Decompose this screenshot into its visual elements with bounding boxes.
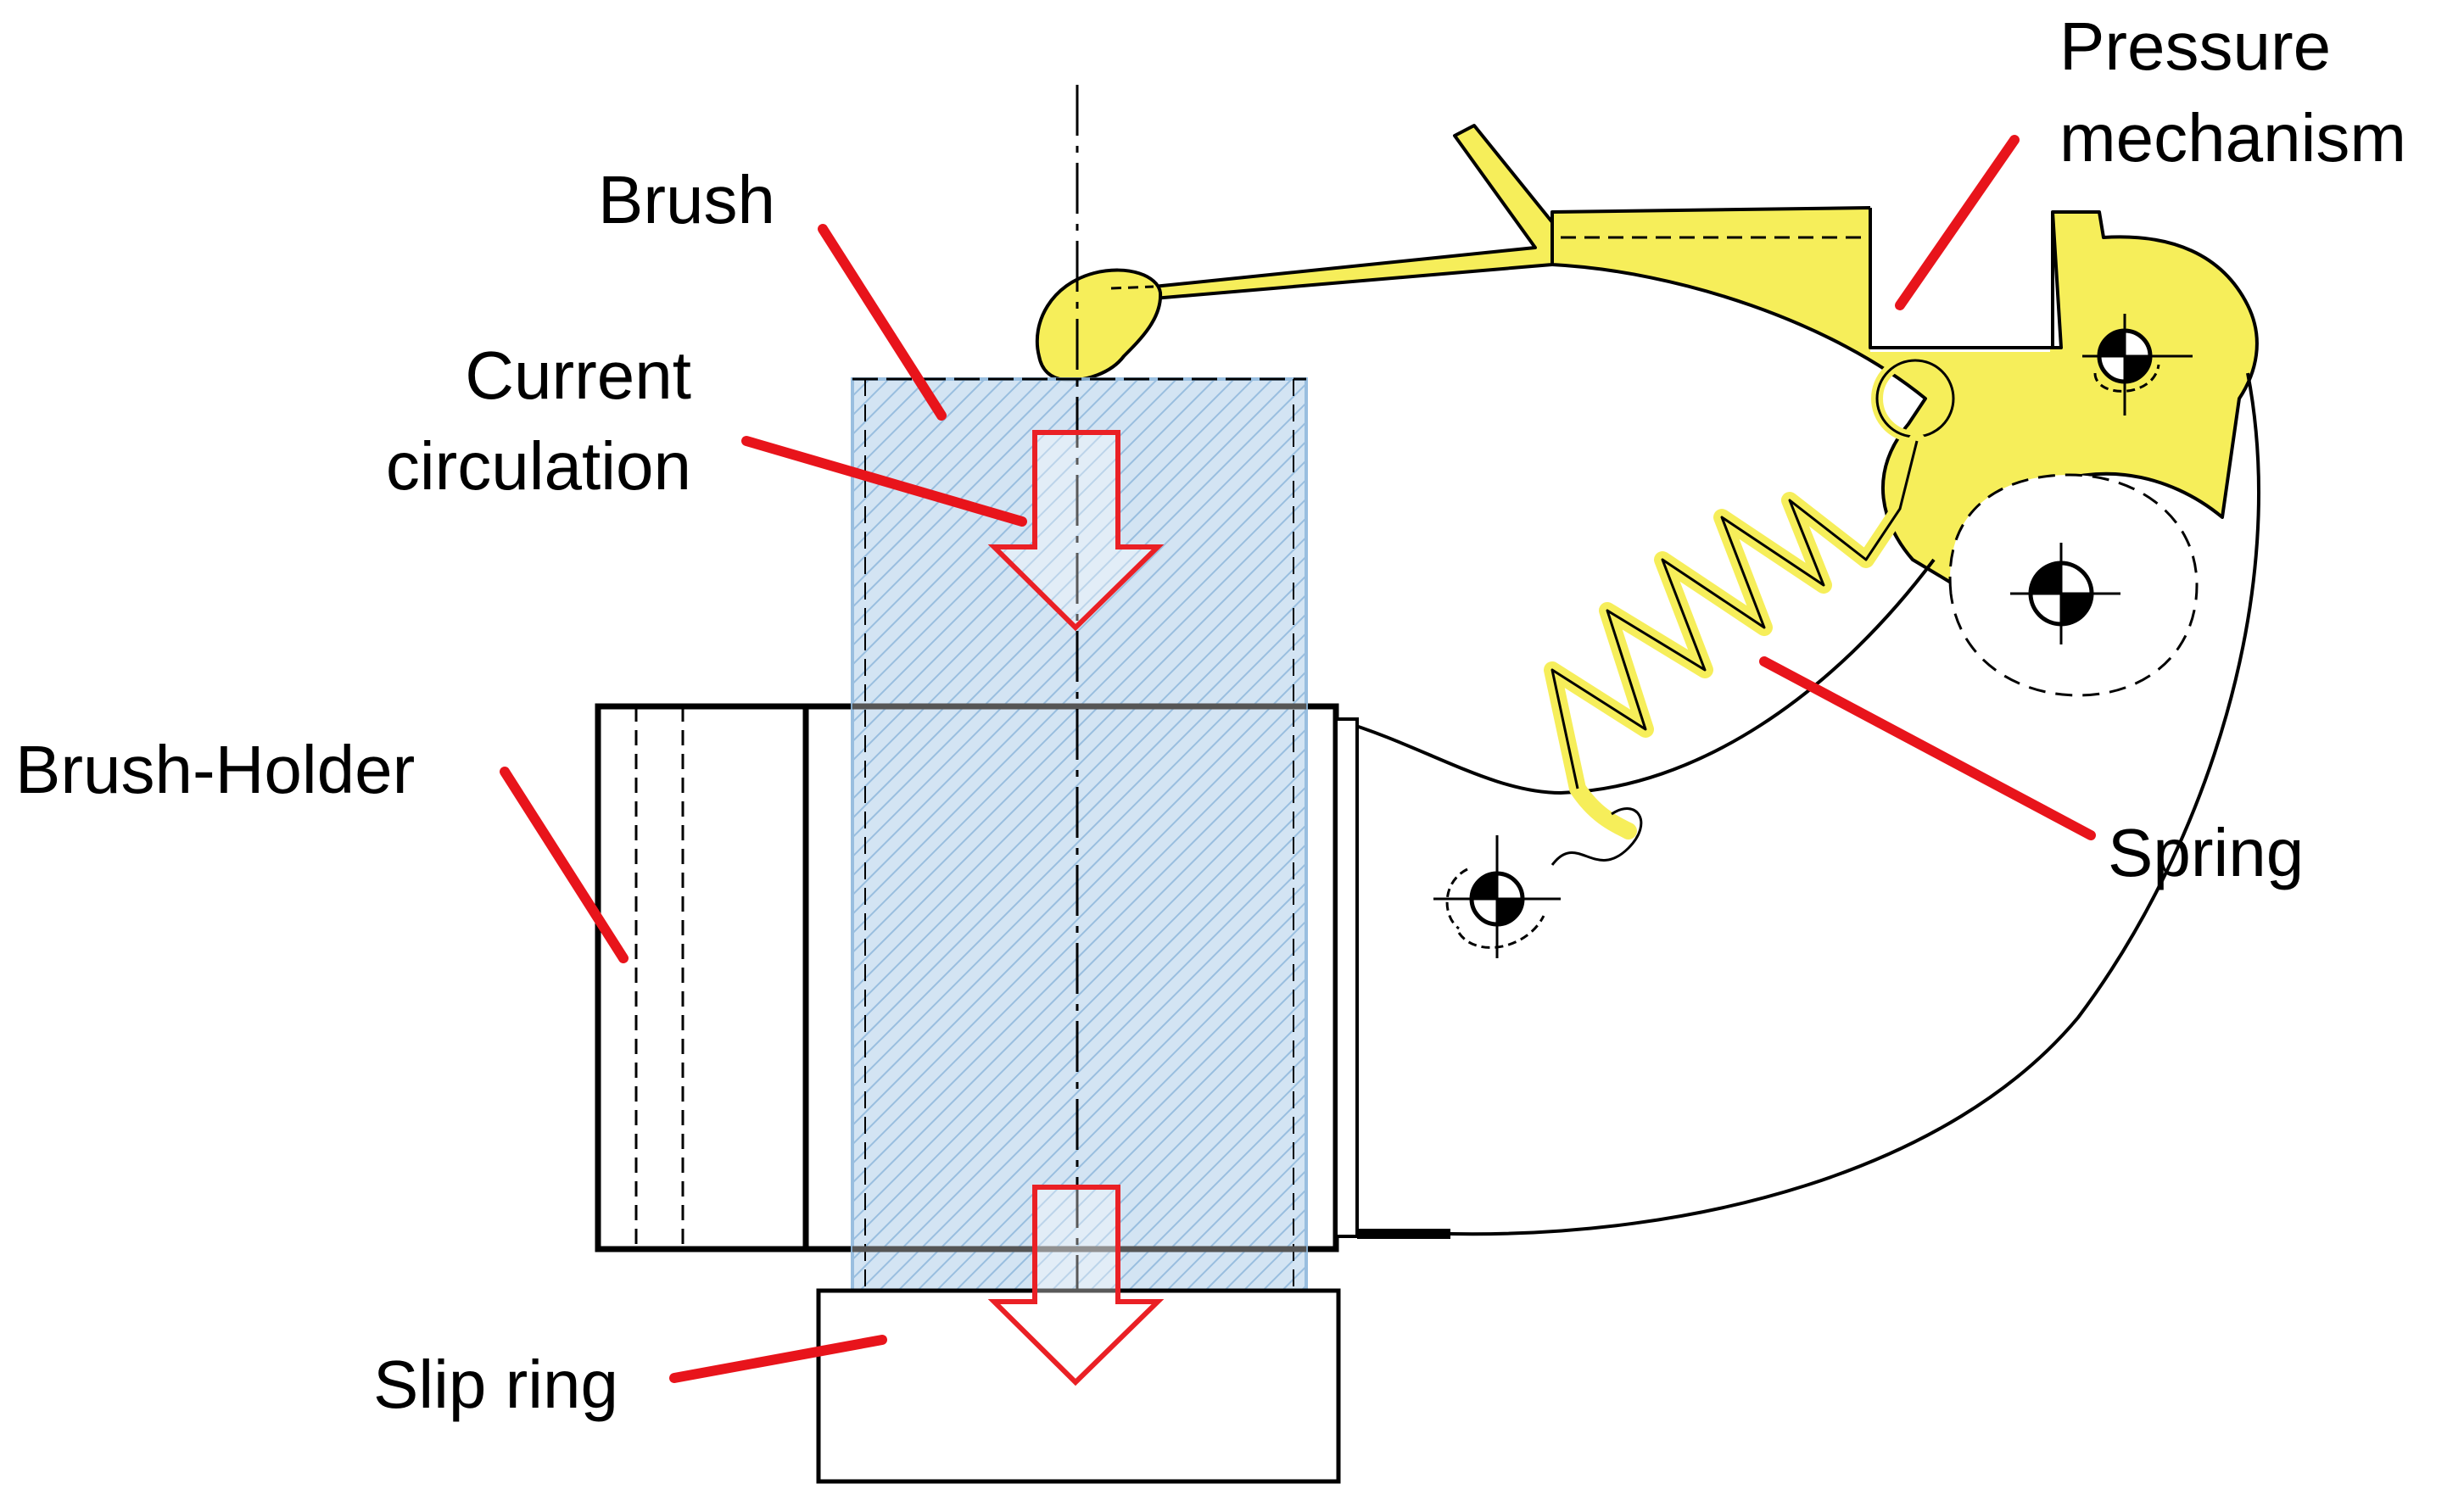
label-brush: Brush <box>598 162 775 237</box>
pivot-pin-lower <box>1433 807 1643 958</box>
holder-side-arc <box>1339 372 2260 1236</box>
pivot-pin-upper <box>2082 314 2193 416</box>
spring-coil <box>1544 432 1925 840</box>
lever-arm <box>1152 124 1554 300</box>
leader-pressure-mechanism <box>1895 135 2020 310</box>
current-arrow-lower <box>987 1185 1165 1386</box>
contact-tip <box>1035 268 1163 382</box>
leader-lines <box>500 135 2096 1383</box>
label-current-circulation-2: circulation <box>386 428 691 504</box>
label-current-circulation-1: Current <box>465 337 691 413</box>
label-pressure-mechanism-1: Pressure <box>2059 8 2331 84</box>
roller-wheel <box>1948 473 2199 697</box>
label-pressure-mechanism-2: mechanism <box>2059 100 2406 176</box>
label-brush-holder: Brush-Holder <box>15 732 415 807</box>
leader-slip-ring <box>669 1335 887 1383</box>
leader-spring <box>1759 656 2096 840</box>
leader-current-circulation <box>741 436 1027 527</box>
pressure-mechanism <box>1035 124 2259 587</box>
label-spring: Spring <box>2108 815 2304 890</box>
leader-brush-holder <box>500 767 629 963</box>
leader-brush <box>818 224 947 421</box>
brush <box>851 377 1308 1292</box>
slip-ring <box>816 1288 1341 1484</box>
current-arrow-upper <box>987 430 1165 632</box>
label-slip-ring: Slip ring <box>373 1347 618 1422</box>
